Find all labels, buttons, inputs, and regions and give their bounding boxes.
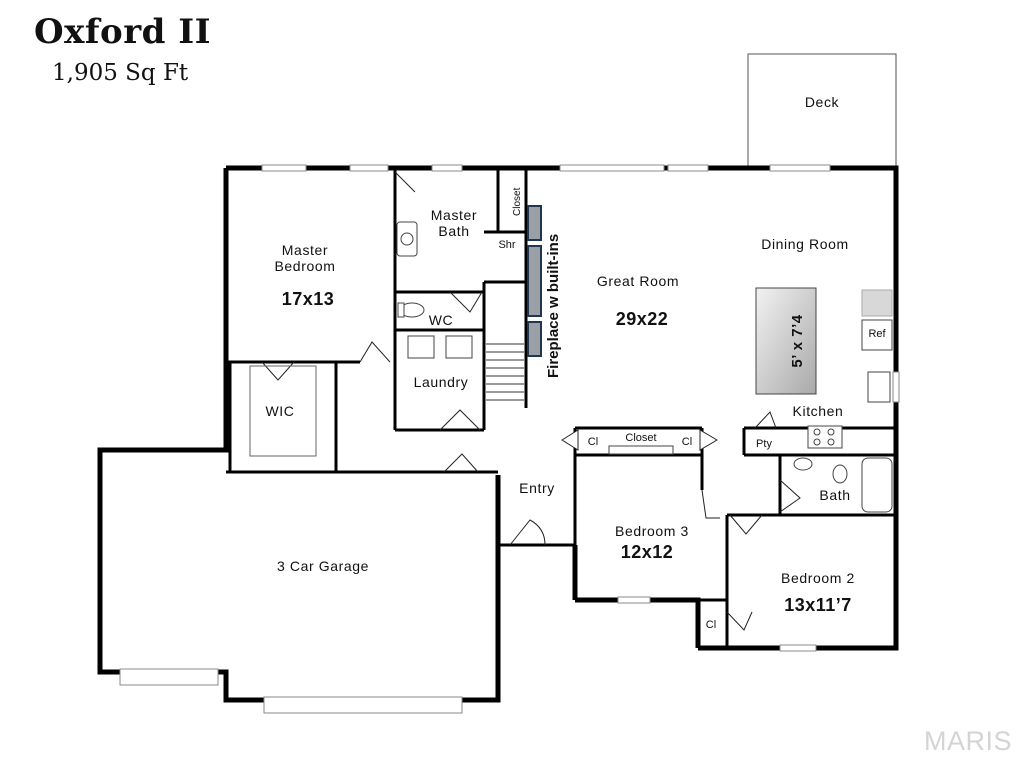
stairs bbox=[486, 343, 524, 401]
closet-left-label: Cl bbox=[588, 436, 598, 448]
bedroom3-dimensions: 12x12 bbox=[621, 542, 674, 562]
closet-right-label: Cl bbox=[682, 436, 692, 448]
garage-label: 3 Car Garage bbox=[277, 558, 369, 574]
refrigerator-label: Ref bbox=[868, 328, 886, 340]
wic-label: WIC bbox=[265, 403, 294, 419]
dryer-icon bbox=[445, 335, 473, 359]
great-room-dimensions: 29x22 bbox=[616, 309, 669, 329]
windows bbox=[119, 164, 900, 714]
dining-room-label: Dining Room bbox=[761, 236, 849, 252]
great-room-label: Great Room bbox=[597, 273, 679, 289]
fridge-space-icon bbox=[861, 289, 893, 317]
bath-sink-icon bbox=[793, 457, 813, 471]
hall-closet-label: Closet bbox=[625, 432, 656, 444]
refrigerator-icon bbox=[861, 319, 893, 351]
master-bedroom-dimensions: 17x13 bbox=[282, 289, 335, 309]
bedroom2-closet-label: Cl bbox=[706, 619, 716, 631]
maris-logo: MARIS bbox=[924, 726, 1013, 756]
range-icon bbox=[807, 425, 843, 449]
kitchen-sink-icon bbox=[867, 371, 891, 403]
bath-toilet-icon bbox=[832, 464, 848, 484]
bedroom2-label: Bedroom 2 bbox=[781, 570, 855, 586]
laundry-label: Laundry bbox=[414, 374, 469, 390]
deck-label: Deck bbox=[805, 94, 840, 110]
bathtub-icon bbox=[861, 457, 893, 513]
pantry-label: Pty bbox=[756, 438, 772, 450]
island-dimensions: 5’ x 7’4 bbox=[789, 314, 806, 367]
bedroom3-label: Bedroom 3 bbox=[615, 523, 689, 539]
kitchen-island bbox=[755, 287, 817, 395]
master-bath-label-2: Bath bbox=[438, 223, 469, 239]
wc-label: WC bbox=[429, 312, 454, 328]
doors bbox=[261, 171, 801, 631]
entry-label: Entry bbox=[519, 480, 555, 496]
deck bbox=[747, 53, 897, 167]
closet-doors bbox=[561, 429, 718, 451]
master-closet-label: Closet bbox=[512, 187, 523, 216]
master-bath-label-1: Master bbox=[431, 207, 477, 223]
plan-title: Oxford II bbox=[34, 12, 212, 52]
washer-icon bbox=[407, 335, 435, 359]
master-bedroom-label-1: Master bbox=[282, 242, 328, 258]
fixtures bbox=[249, 221, 893, 513]
square-footage: 1,905 Sq Ft bbox=[52, 60, 189, 86]
shower-label: Shr bbox=[498, 239, 515, 251]
bath-label: Bath bbox=[819, 487, 850, 503]
interior-walls bbox=[226, 168, 896, 648]
wic-shelving bbox=[249, 365, 317, 457]
master-bedroom-label-2: Bedroom bbox=[274, 258, 335, 274]
fireplace-label: Fireplace w built-ins bbox=[545, 234, 562, 378]
closet-rod bbox=[608, 445, 674, 455]
fireplace-built-ins bbox=[527, 205, 542, 357]
bedroom2-dimensions: 13x11’7 bbox=[784, 595, 852, 615]
kitchen-label: Kitchen bbox=[793, 403, 844, 419]
